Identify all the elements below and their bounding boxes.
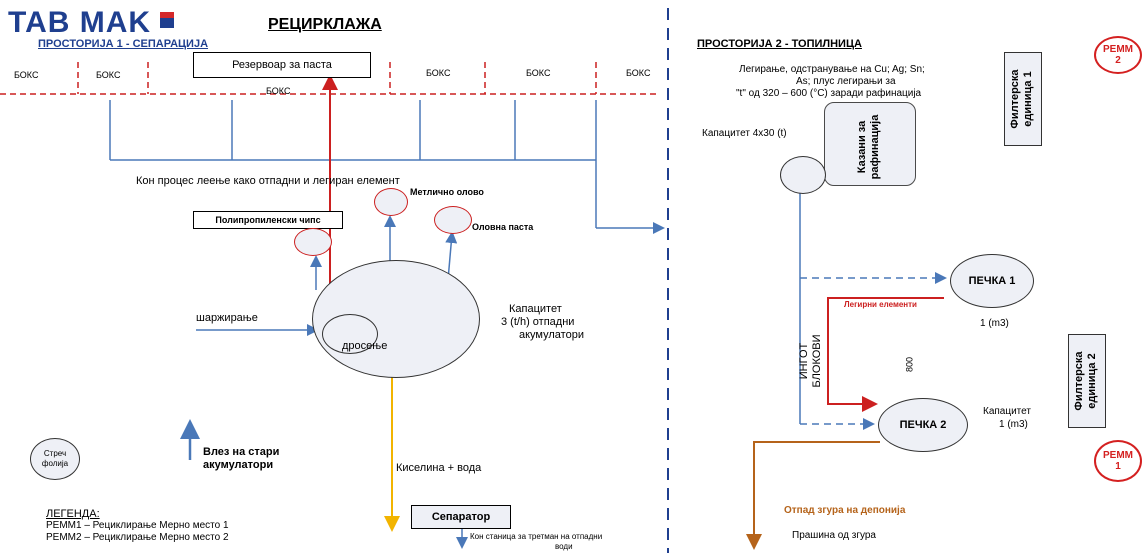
furnace-2-label: ПЕЧКА 2 — [899, 419, 947, 431]
waste-process-label: Кон процес леење како отпадни и легиран … — [136, 175, 400, 187]
paste-tank: Резервоар за паста — [193, 52, 371, 78]
inlet-line-1: Влез на стари — [203, 446, 280, 458]
kettles-label: Казани за рафинација — [856, 104, 882, 190]
filter-unit-2-line-2: единица 2 — [1086, 353, 1098, 409]
alloy-elements-label: Легирни елементи — [844, 300, 917, 309]
stretch-foil-line-1: Стреч — [43, 449, 67, 458]
slag-waste-label: Отпад згура на депонија — [784, 505, 906, 516]
kettle-capacity: Капацитет 4х30 (t) — [702, 128, 787, 139]
remm2-line-1: РЕММ — [1103, 44, 1133, 55]
furnace-1: ПЕЧКА 1 — [950, 254, 1034, 308]
metal-lead-label: Метлично олово — [410, 187, 484, 197]
alloying-line-3: "t" од 320 – 600 (°C) заради рафинација — [736, 88, 922, 99]
slag-dust-label: Прашина од згура — [792, 530, 876, 541]
remm1-line-2: 1 — [1115, 461, 1121, 472]
kettle-circle — [780, 156, 826, 194]
furnace-1-label: ПЕЧКА 1 — [968, 275, 1016, 287]
box-label-4: БОКС — [526, 68, 551, 78]
slag-flow-line — [746, 441, 880, 550]
inlet-line-2: акумулатори — [203, 459, 274, 471]
separator-box: Сепаратор — [411, 505, 511, 529]
lead-paste-circle — [434, 206, 472, 234]
treatment-line-1: Кон станица за третман на отпадни — [470, 532, 603, 541]
charging-label: шаржирање — [196, 312, 258, 324]
box-label-2: БОКС — [96, 70, 121, 80]
kettles-line-2: рафинација — [869, 114, 881, 180]
stretch-foil-line-2: фолија — [41, 459, 69, 468]
temp-label: 800 — [904, 356, 915, 373]
box-collection-lines — [109, 100, 665, 234]
remm2-line-2: 2 — [1115, 55, 1121, 66]
logo-mark — [160, 12, 175, 28]
metal-lead-circle — [374, 188, 408, 216]
crusher-circle — [322, 314, 378, 354]
remm1-line-1: РЕММ — [1103, 450, 1133, 461]
filter-unit-1-line-2: единица 1 — [1022, 71, 1034, 127]
ingot-line-1: ИНГОТ — [798, 342, 810, 380]
box-label-1: БОКС — [14, 70, 39, 80]
box-label-center: БОКС — [266, 86, 291, 96]
legend-item-2: РЕММ2 – Рециклирање Мерно место 2 — [46, 532, 229, 543]
pp-chips-box: Полипропиленски чипс — [193, 211, 343, 229]
alloying-line-1: Легирање, одстранување на Cu; Ag; Sn; — [739, 64, 925, 75]
furnace-2-cap-2: 1 (m3) — [999, 419, 1028, 430]
page-title: РЕЦИРКЛАЖА — [268, 16, 382, 33]
filter-unit-1-label: Филтерска единица 1 — [1009, 57, 1035, 141]
furnace-2-cap-1: Капацитет — [983, 406, 1031, 417]
acid-water-label: Киселина + вода — [396, 462, 482, 474]
legend-item-1: РЕММ1 – Рециклирање Мерно место 1 — [46, 520, 229, 531]
capacity-line-3: акумулатори — [519, 329, 584, 341]
crusher-label: дросење — [342, 340, 388, 352]
remm1-marker: РЕММ 1 — [1094, 440, 1142, 482]
filter-unit-1 — [1004, 52, 1042, 146]
room1-title: ПРОСТОРИЈА 1 - СЕПАРАЦИЈА — [38, 38, 209, 50]
furnace-1-volume: 1 (m3) — [980, 318, 1009, 329]
room2-title: ПРОСТОРИЈА 2 - ТОПИЛНИЦА — [697, 38, 862, 50]
kettles-line-1: Казани за — [856, 120, 868, 174]
logo-text: TAB MAK — [8, 6, 152, 39]
treatment-line-2: води — [555, 542, 573, 551]
box-label-5: БОКС — [626, 68, 651, 78]
lead-paste-label: Оловна паста — [472, 222, 534, 232]
filter-unit-2-line-1: Филтерска — [1073, 351, 1085, 411]
filter-unit-1-line-1: Филтерска — [1009, 69, 1021, 129]
ingot-line-2: БЛОКОВИ — [811, 334, 823, 388]
legend-title: ЛЕГЕНДА: — [46, 508, 100, 520]
kettles-box — [824, 102, 916, 186]
pp-chips-circle — [294, 228, 332, 256]
ingot-label: ИНГОТ БЛОКОВИ — [798, 316, 824, 406]
capacity-line-2: 3 (t/h) отпадни — [501, 316, 575, 328]
furnace-2: ПЕЧКА 2 — [878, 398, 968, 452]
stretch-foil-circle: Стреч фолија — [30, 438, 80, 480]
logo: TAB MAK — [8, 6, 175, 40]
filter-unit-2-label: Филтерска единица 2 — [1073, 339, 1099, 423]
box-label-3: БОКС — [426, 68, 451, 78]
filter-unit-2 — [1068, 334, 1106, 428]
remm2-marker: РЕММ 2 — [1094, 36, 1142, 74]
capacity-line-1: Капацитет — [509, 303, 562, 315]
alloying-line-2: As; плус легирањи за — [796, 76, 896, 87]
